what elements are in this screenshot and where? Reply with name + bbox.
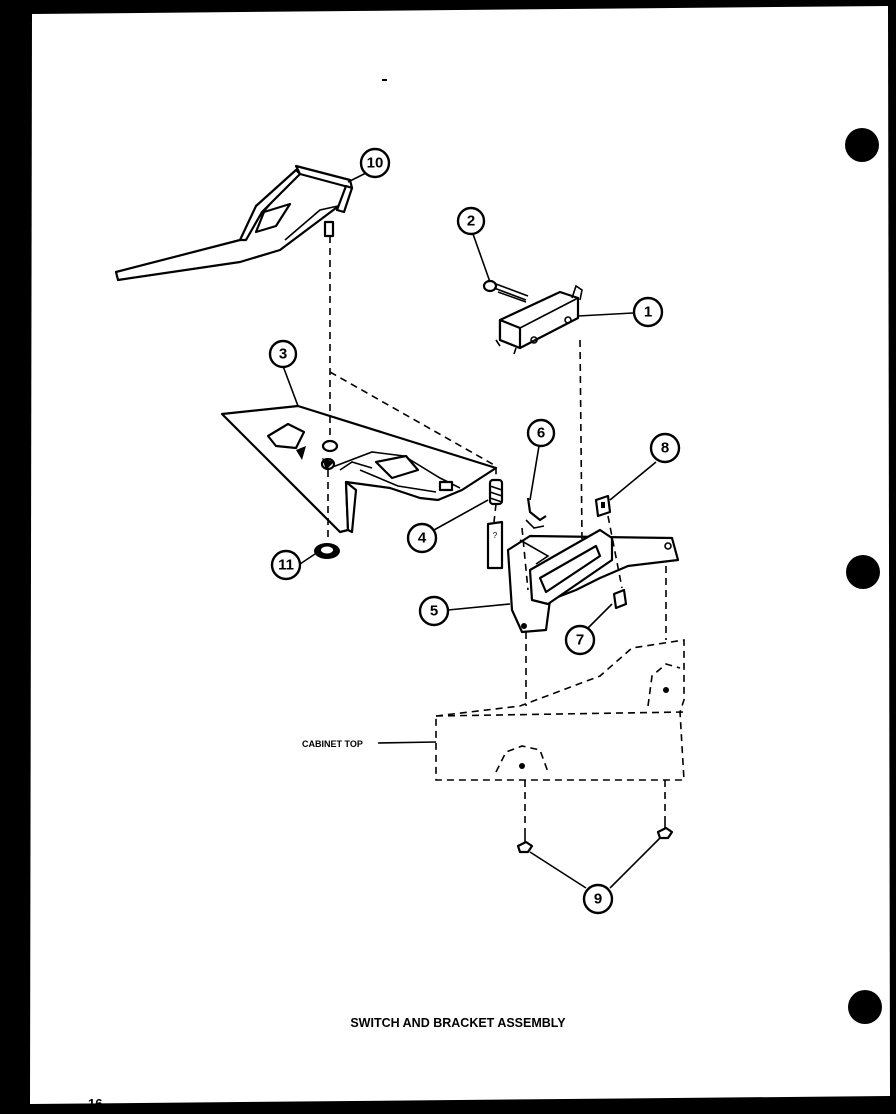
part-3-lever-bracket	[220, 404, 498, 534]
callout-5: 5	[418, 595, 450, 627]
callout-3-label: 3	[279, 346, 287, 363]
part-1-switch	[495, 284, 583, 355]
callout-9: 9	[582, 883, 614, 915]
callout-8: 8	[649, 432, 681, 464]
diagram-title: SWITCH AND BRACKET ASSEMBLY	[350, 1016, 566, 1030]
cabinet-top-label: CABINET TOP	[302, 739, 363, 749]
part-8-nut-clip	[594, 494, 612, 518]
callout-11: 11	[270, 549, 302, 581]
cabinet-top-outline	[435, 639, 685, 781]
callout-8-label: 8	[661, 440, 669, 457]
part-6-wire-clip	[525, 497, 547, 529]
callout-4-label: 4	[418, 530, 427, 547]
assembly-dashed-lines	[327, 236, 667, 830]
callout-10-label: 10	[367, 155, 384, 172]
callout-3: 3	[268, 339, 298, 369]
callout-2-label: 2	[467, 213, 475, 230]
sheet-background	[30, 6, 890, 1104]
callout-5-label: 5	[430, 603, 438, 620]
callout-6-label: 6	[537, 425, 545, 442]
part-5-switch-bracket: ?	[486, 520, 680, 634]
callout-11-label: 11	[278, 557, 294, 574]
callout-10: 10	[359, 147, 391, 179]
callout-leaders	[282, 171, 661, 889]
punch-hole-top	[845, 128, 879, 162]
part-9-mounting-screws	[516, 816, 674, 854]
part-2-screw	[482, 279, 529, 303]
part-7-clip	[612, 588, 628, 610]
callout-4: 4	[406, 522, 438, 554]
callout-7-label: 7	[576, 632, 584, 649]
callout-1-label: 1	[644, 304, 652, 321]
punch-hole-bottom	[848, 990, 882, 1024]
scan-mark	[382, 79, 387, 81]
svg-text:?: ?	[493, 531, 498, 540]
part-10-lid-lever	[114, 164, 354, 282]
callout-6: 6	[526, 418, 556, 448]
callout-9-label: 9	[594, 891, 602, 908]
part-4-spring	[488, 478, 504, 506]
part-11-grommet	[314, 543, 340, 559]
page-number: 16	[88, 1096, 102, 1109]
callout-7: 7	[564, 624, 596, 656]
callout-1: 1	[632, 296, 664, 328]
punch-hole-middle	[846, 555, 880, 589]
callout-2: 2	[456, 206, 486, 236]
